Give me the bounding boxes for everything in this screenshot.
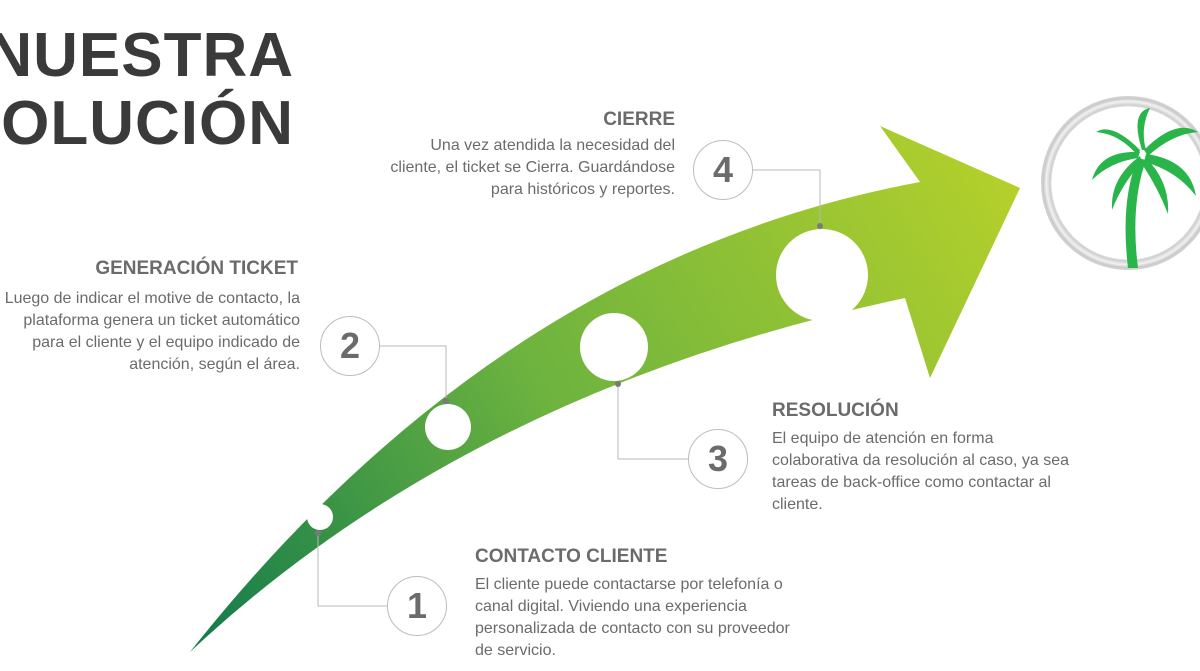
step-body-4: Una vez atendida la necesidad del client…	[390, 137, 675, 198]
step-number-4: 4	[693, 140, 753, 200]
step-heading-3: RESOLUCIÓN	[772, 400, 899, 421]
logo-badge	[1041, 96, 1200, 270]
milestone-circle-3	[580, 313, 648, 381]
milestone-circle-2	[425, 404, 471, 450]
step-heading-4: CIERRE	[603, 109, 675, 130]
connector-line-1	[317, 533, 387, 607]
connector-line-4	[753, 169, 821, 226]
connector-dot-4	[817, 223, 823, 229]
step-heading-1: CONTACTO CLIENTE	[475, 546, 668, 567]
step-number-2: 2	[320, 316, 380, 376]
connector-dot-3	[615, 381, 621, 387]
step-number-3: 3	[688, 429, 748, 489]
step-body-3: El equipo de atención en forma colaborat…	[772, 430, 1070, 513]
connector-line-2	[380, 345, 447, 401]
page-title: NUESTRA SOLUCIÓN	[0, 22, 294, 158]
step-number-1: 1	[387, 576, 447, 636]
title-line-2: SOLUCIÓN	[0, 89, 294, 158]
connector-dot-2	[443, 398, 449, 404]
palm-tree-icon	[1092, 108, 1198, 268]
connector-line-3	[617, 384, 688, 460]
step-body-2: Luego de indicar el motive de contacto, …	[4, 290, 300, 373]
milestone-circle-1	[307, 504, 333, 530]
title-line-1: NUESTRA	[0, 21, 294, 90]
milestone-circle-4	[776, 229, 868, 321]
step-heading-2: GENERACIÓN TICKET	[95, 258, 298, 279]
connector-dot-1	[315, 530, 321, 536]
step-body-1: El cliente puede contactarse por telefon…	[475, 576, 790, 659]
